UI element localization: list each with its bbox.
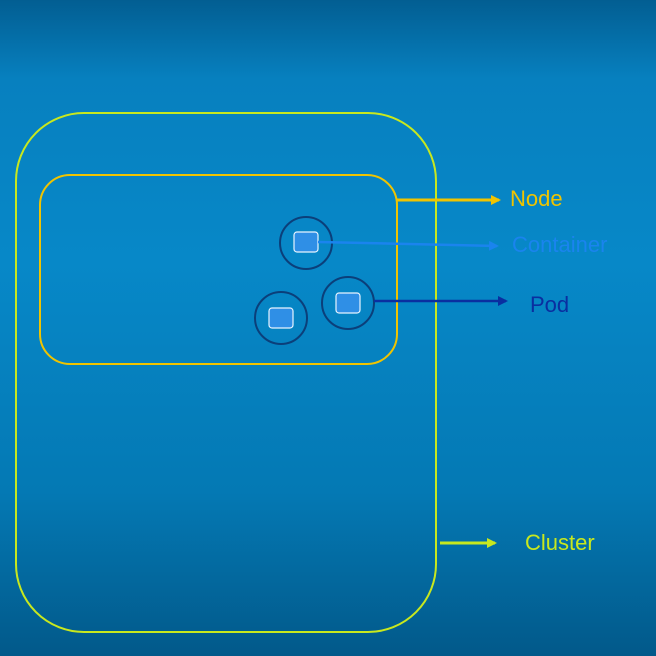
- pod-circle-right: [321, 276, 375, 330]
- node-label: Node: [510, 186, 563, 211]
- pod-label: Pod: [530, 292, 570, 317]
- container-arrow: [317, 240, 499, 251]
- container-box-top: [293, 231, 319, 253]
- container-label: Container: [512, 232, 608, 257]
- node-box: [39, 174, 398, 365]
- container-box-left: [268, 307, 294, 329]
- cluster-label: Cluster: [525, 530, 595, 555]
- cluster-box: [15, 112, 437, 633]
- container-box-right: [335, 292, 361, 314]
- pod-circle-left: [254, 291, 308, 345]
